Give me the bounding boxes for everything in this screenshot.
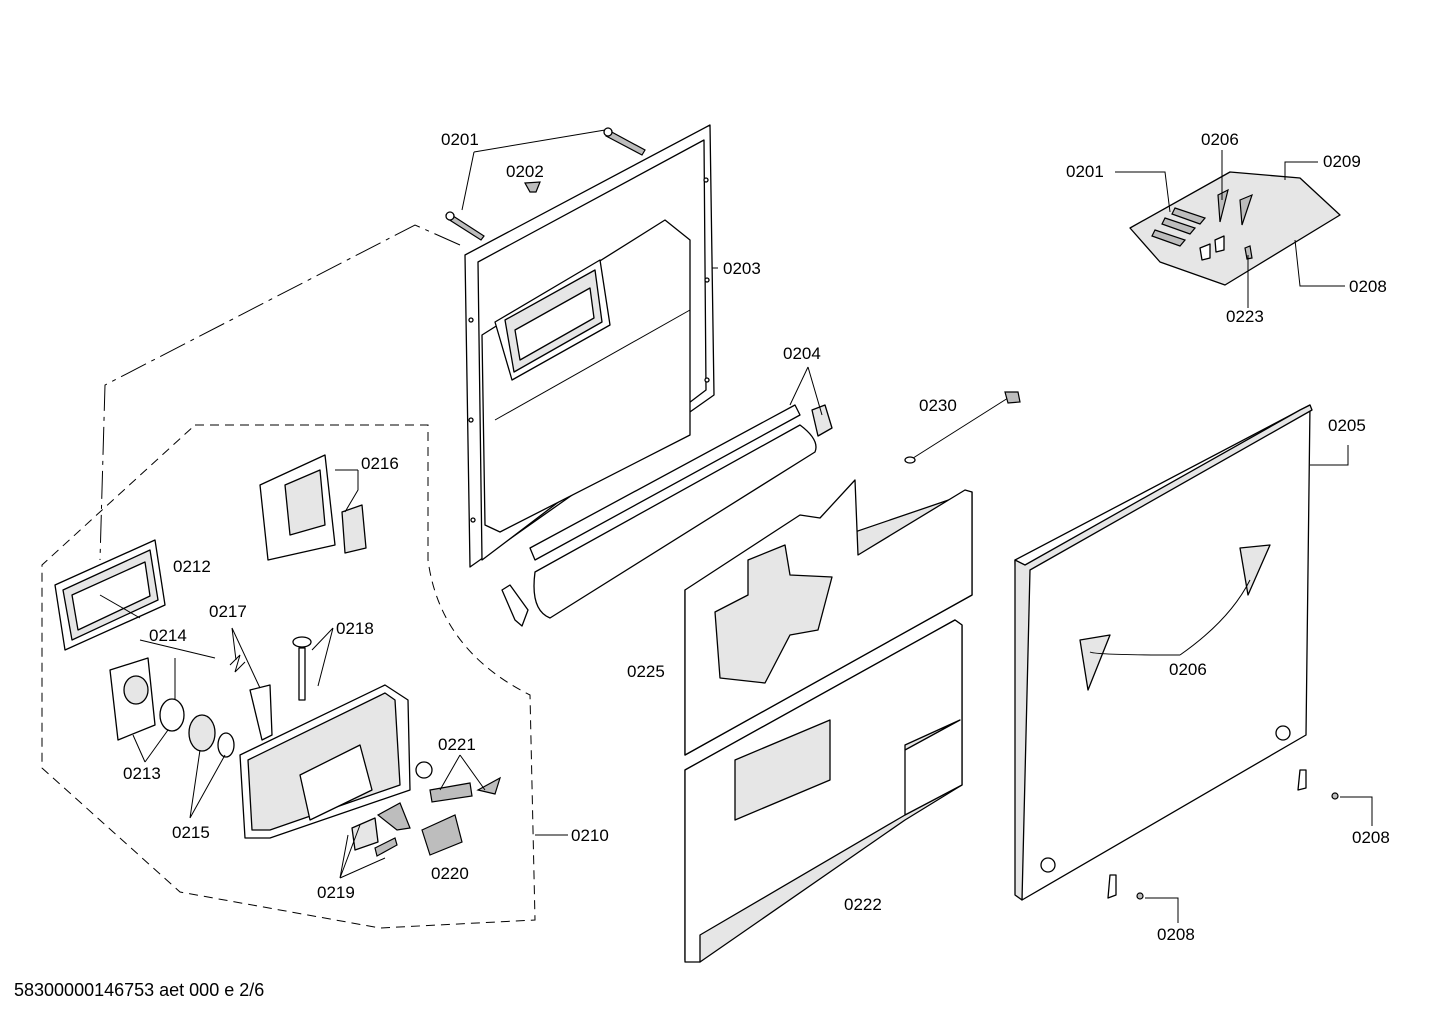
door-screw-top — [603, 127, 646, 156]
leader-0219 — [339, 824, 386, 879]
screw-bottom — [1136, 892, 1144, 900]
label-0202: 0202 — [506, 162, 544, 181]
label-0216: 0216 — [361, 454, 399, 473]
label-0215: 0215 — [172, 823, 210, 842]
label-0206-a: 0206 — [1201, 130, 1239, 149]
label-0204: 0204 — [783, 344, 821, 363]
label-0201-a: 0201 — [441, 130, 479, 149]
label-0220: 0220 — [431, 864, 469, 883]
label-0205: 0205 — [1328, 416, 1366, 435]
label-0217: 0217 — [209, 602, 247, 621]
leader-0208-b — [1340, 796, 1373, 826]
hinge-bottom — [1107, 874, 1117, 899]
label-0222: 0222 — [844, 895, 882, 914]
label-0206-b: 0206 — [1169, 660, 1207, 679]
leader-0217 — [231, 627, 261, 689]
actuator-latch — [351, 817, 379, 851]
label-0223: 0223 — [1226, 307, 1264, 326]
door-panel-reference-line — [99, 224, 461, 561]
document-id: 58300000146753 aet 000 e 2/6 — [14, 980, 265, 1000]
leader-0213 — [132, 729, 169, 763]
leader-0206-b — [1089, 579, 1251, 656]
leader-0205 — [1310, 445, 1349, 466]
label-0208-c: 0208 — [1157, 925, 1195, 944]
inner-door-panel — [464, 124, 715, 568]
leader-0212 — [99, 594, 141, 619]
outer-door-panel — [1014, 404, 1313, 901]
dispenser-spring — [229, 654, 246, 673]
screw-right — [1331, 792, 1339, 800]
label-0221: 0221 — [438, 735, 476, 754]
dispenser-housing — [239, 684, 411, 839]
label-0210: 0210 — [571, 826, 609, 845]
label-0230: 0230 — [919, 396, 957, 415]
wax-motor — [421, 814, 463, 856]
leader-0201-a — [461, 129, 606, 211]
label-0212: 0212 — [173, 557, 211, 576]
leader-0218 — [311, 627, 334, 687]
dispenser-gasket — [341, 504, 367, 554]
door-seal-strip — [501, 404, 833, 627]
float-pin — [292, 636, 312, 701]
label-0208-b: 0208 — [1352, 828, 1390, 847]
label-0201-b: 0201 — [1066, 162, 1104, 181]
actuator-arms — [376, 776, 502, 831]
label-0219: 0219 — [317, 883, 355, 902]
label-0218: 0218 — [336, 619, 374, 638]
leader-0204 — [789, 366, 823, 416]
leader-0209 — [1284, 161, 1318, 180]
rinse-aid-lid — [109, 657, 156, 741]
label-0208-a: 0208 — [1349, 277, 1387, 296]
label-0209: 0209 — [1323, 152, 1361, 171]
dispenser-flap-cover — [259, 454, 336, 561]
dispenser-ball — [415, 761, 433, 779]
actuator-spring — [374, 837, 398, 857]
cable-tie — [904, 391, 1021, 464]
leader-0208-a — [1294, 239, 1345, 287]
hardware-parts-bag — [1129, 171, 1341, 286]
leader-0201-b — [1115, 171, 1171, 213]
insulation-lower — [684, 619, 963, 963]
leader-0214 — [139, 639, 216, 700]
dispenser-assembly-outline — [41, 424, 536, 929]
leader-0208-c — [1145, 897, 1179, 923]
leader-0216 — [335, 469, 359, 513]
hinge-right — [1297, 769, 1307, 791]
dispenser-cap-ring — [188, 714, 235, 758]
label-0214: 0214 — [149, 626, 187, 645]
dispenser-lever — [249, 684, 273, 741]
insulation-upper — [684, 479, 973, 756]
door-screw-left — [445, 211, 485, 241]
label-0225: 0225 — [627, 662, 665, 681]
leader-0215 — [189, 749, 226, 819]
dispenser-seal-frame — [54, 539, 166, 651]
rinse-aid-ring — [159, 698, 185, 732]
label-0213: 0213 — [123, 764, 161, 783]
leader-0221 — [439, 754, 486, 791]
label-0203: 0203 — [723, 259, 761, 278]
door-clip — [524, 181, 541, 193]
